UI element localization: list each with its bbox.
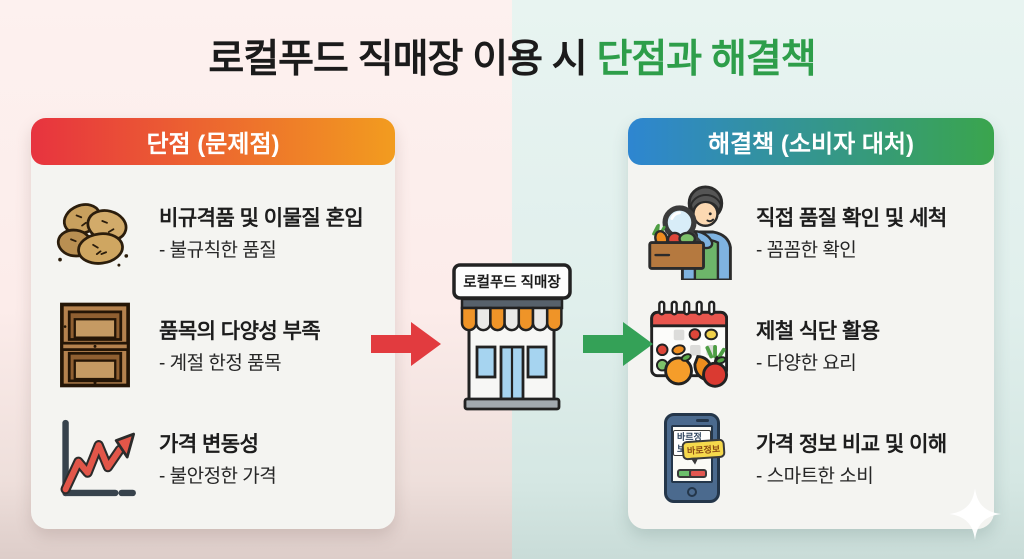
solutions-panel-header: 해결책 (소비자 대처) xyxy=(628,118,994,165)
page-title-prefix: 로컬푸드 직매장 이용 시 xyxy=(208,38,587,81)
solution-item-title: 직접 품질 확인 및 세척 xyxy=(756,206,947,230)
quality-check-person-icon xyxy=(642,184,742,280)
problems-panel-body: 비규격품 및 이물질 혼입 - 불규칙한 품질 xyxy=(31,165,395,529)
local-food-store-icon: 로컬푸드 직매장 xyxy=(444,263,580,413)
page-title: 로컬푸드 직매장 이용 시 단점과 해결책 xyxy=(0,28,1024,84)
problem-item-subtitle: - 불규칙한 품질 xyxy=(159,239,277,261)
problem-item-subtitle: - 계절 한정 품목 xyxy=(159,352,282,374)
solution-item-subtitle: - 꼼꼼한 확인 xyxy=(756,239,857,261)
list-item: 직접 품질 확인 및 세척 - 꼼꼼한 확인 xyxy=(642,184,984,280)
solution-item-subtitle: - 스마트한 소비 xyxy=(756,466,874,488)
phone-red-button xyxy=(689,469,707,479)
list-item: 제철 식단 활용 - 다양한 요리 xyxy=(642,297,984,393)
phone-home-button xyxy=(687,487,697,498)
problem-item-text: 가격 변동성 - 불안정한 가격 xyxy=(159,428,277,488)
problem-item-text: 품목의 다양성 부족 - 계절 한정 품목 xyxy=(159,315,321,375)
price-volatility-chart-icon xyxy=(45,410,145,506)
problem-item-title: 비규격품 및 이물질 혼입 xyxy=(159,206,364,230)
store-sign-label: 로컬푸드 직매장 xyxy=(463,273,561,291)
problem-item-title: 가격 변동성 xyxy=(159,433,259,457)
list-item: 품목의 다양성 부족 - 계절 한정 품목 xyxy=(45,297,385,393)
smartphone-body: 바르정보 바로정보 xyxy=(664,413,726,504)
list-item: 가격 변동성 - 불안정한 가격 xyxy=(45,410,385,506)
problem-arrow-icon xyxy=(371,320,443,368)
page-title-highlight: 단점과 해결책 xyxy=(596,38,817,81)
list-item: 비규격품 및 이물질 혼입 - 불규칙한 품질 xyxy=(45,184,385,280)
sparkle-icon xyxy=(948,487,1002,541)
problems-panel: 단점 (문제점) xyxy=(31,118,395,529)
seasonal-calendar-icon xyxy=(642,297,742,393)
phone-speech-bubble: 바로정보 xyxy=(681,438,726,461)
phone-speaker xyxy=(696,419,709,423)
price-info-phone-icon: 바르정보 바로정보 xyxy=(642,410,742,506)
solution-item-subtitle: - 다양한 요리 xyxy=(756,352,857,374)
solution-item-title: 제철 식단 활용 xyxy=(756,319,880,343)
solutions-panel-body: 직접 품질 확인 및 세척 - 꼼꼼한 확인 xyxy=(628,165,994,529)
potatoes-icon xyxy=(45,184,145,280)
solution-item-text: 가격 정보 비교 및 이해 - 스마트한 소비 xyxy=(756,428,947,488)
solution-item-title: 가격 정보 비교 및 이해 xyxy=(756,433,947,457)
problem-item-subtitle: - 불안정한 가격 xyxy=(159,466,277,488)
empty-shelf-icon xyxy=(45,297,145,393)
solution-item-text: 제철 식단 활용 - 다양한 요리 xyxy=(756,315,880,375)
solution-item-text: 직접 품질 확인 및 세척 - 꼼꼼한 확인 xyxy=(756,202,947,262)
problem-item-title: 품목의 다양성 부족 xyxy=(159,319,321,343)
list-item: 바르정보 바로정보 가격 정보 비교 및 이해 - 스마트한 소비 xyxy=(642,410,984,506)
solution-arrow-icon xyxy=(583,320,655,368)
problem-item-text: 비규격품 및 이물질 혼입 - 불규칙한 품질 xyxy=(159,202,364,262)
problems-panel-header: 단점 (문제점) xyxy=(31,118,395,165)
solutions-panel: 해결책 (소비자 대처) xyxy=(628,118,994,529)
